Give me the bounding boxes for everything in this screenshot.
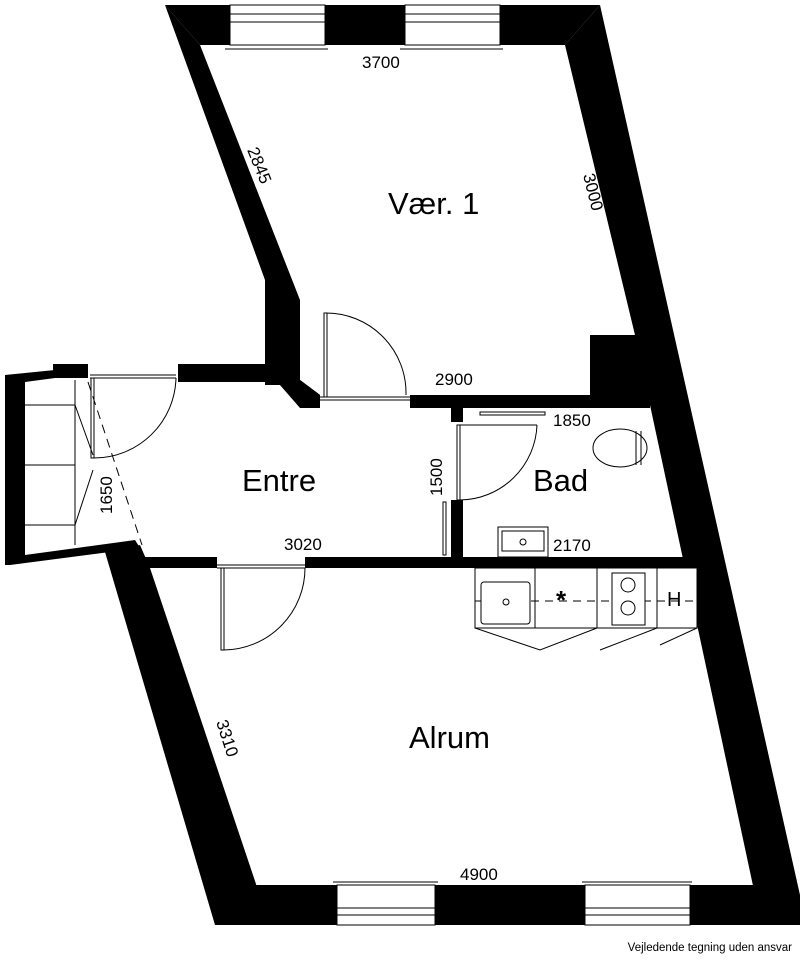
- disclaimer: Vejledende tegning uden ansvar: [627, 942, 792, 954]
- wall-vaer-left: [165, 5, 320, 408]
- wall-right: [565, 5, 800, 895]
- wall-entre-bottom-a: [140, 557, 217, 568]
- room-labels: Vær. 1 Entre Bad Alrum: [242, 186, 588, 755]
- dim-alrum-bottom: 4900: [460, 865, 498, 884]
- wall-entre-bottom-b: [305, 557, 715, 568]
- dim-vaer-bottom: 2900: [435, 370, 473, 389]
- window: [336, 884, 436, 926]
- window: [229, 4, 326, 46]
- wall-porch-top: [53, 364, 88, 378]
- wall-bad-side-b: [451, 500, 463, 560]
- window: [584, 884, 691, 926]
- dim-bad-bottom: 2170: [553, 536, 591, 555]
- hood-label: H: [667, 589, 681, 611]
- dim-porch: 1650: [97, 476, 116, 514]
- porch-stairs: [25, 380, 143, 546]
- room-label-vaer1: Vær. 1: [388, 186, 479, 221]
- room-label-bad: Bad: [533, 463, 588, 498]
- wall-bad-side-a: [451, 407, 463, 422]
- wall-entre-diag: [265, 364, 320, 408]
- dim-bad-top: 1850: [553, 411, 591, 430]
- dishwasher-icon: *: [556, 585, 567, 615]
- dim-bad-side: 1500: [427, 458, 446, 496]
- doors: [90, 312, 546, 651]
- window: [404, 4, 501, 46]
- dim-alrum-left: 3310: [212, 717, 242, 759]
- dim-entre-bottom: 3020: [284, 535, 322, 554]
- wall-bottom: [215, 885, 800, 925]
- room-label-alrum: Alrum: [409, 720, 490, 755]
- wall-entre-top-2: [178, 364, 268, 382]
- fixtures: [474, 428, 698, 651]
- dim-vaer-top: 3700: [362, 53, 400, 72]
- windows: [229, 4, 691, 926]
- walls: [5, 5, 800, 925]
- toilet-icon: [592, 428, 648, 468]
- wall-alrum-left: [105, 545, 258, 925]
- wall-vaer-bottom: [410, 395, 650, 408]
- wall-porch: [5, 370, 140, 565]
- room-label-entre: Entre: [242, 463, 316, 498]
